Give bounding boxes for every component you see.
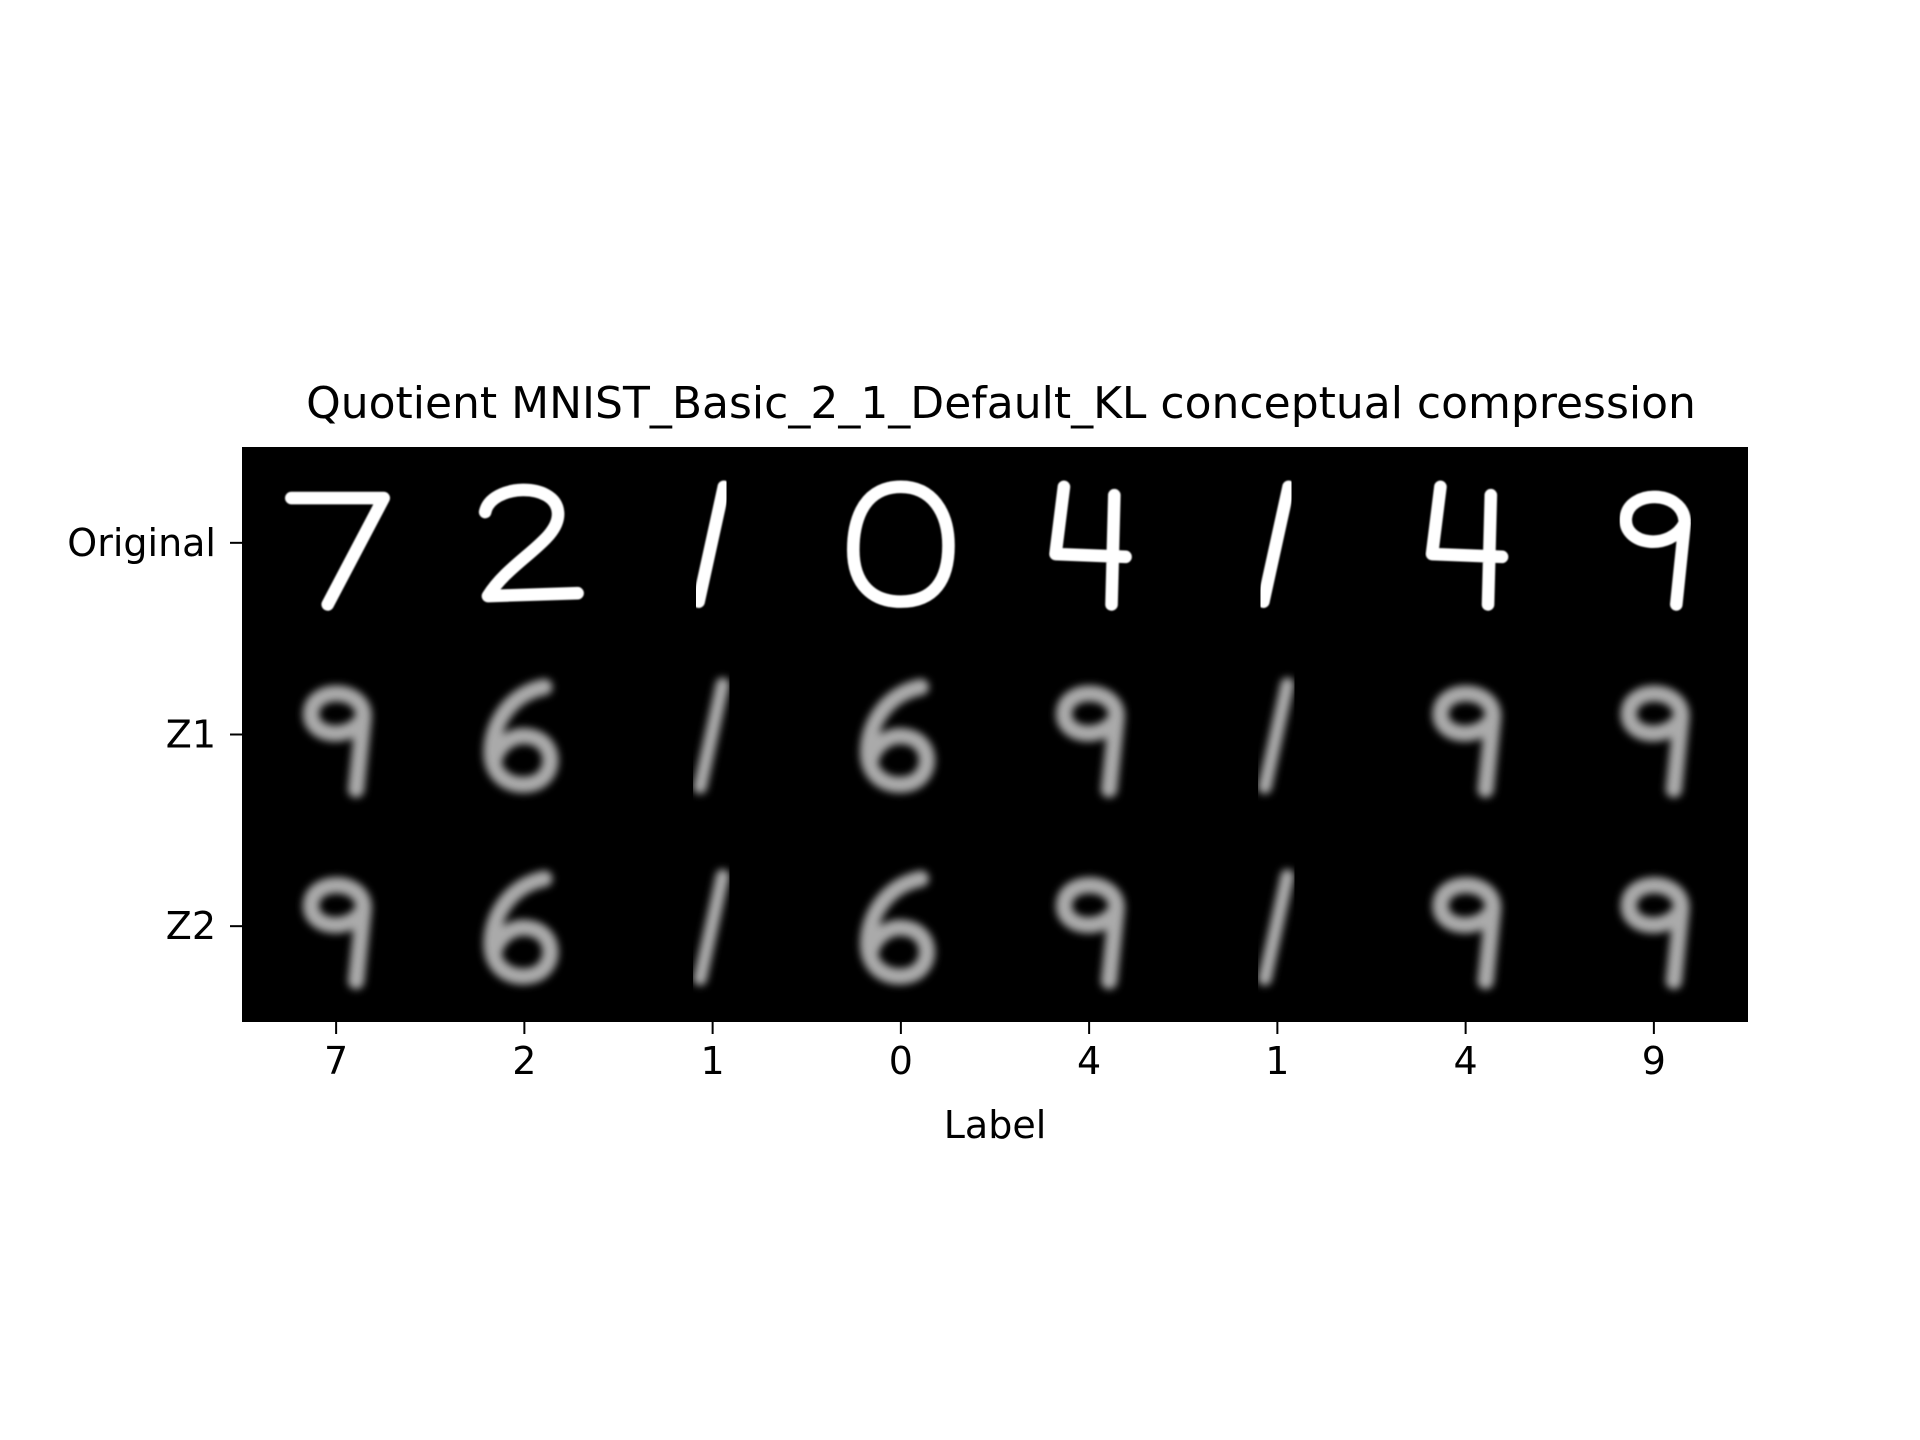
- y-tick-label: Z1: [166, 713, 216, 757]
- digit-stroke: [1619, 490, 1691, 611]
- digit-cell-r0-c7: [1619, 490, 1691, 611]
- digit-stroke: [303, 877, 372, 990]
- x-tick-label: 9: [1642, 1039, 1666, 1083]
- digit-stroke: [1049, 480, 1132, 611]
- x-tick-label: 2: [512, 1039, 536, 1083]
- digit-cell-r0-c0: [285, 491, 391, 611]
- digit-stroke: [483, 870, 559, 985]
- digit-cell-r1-c5: [1258, 677, 1295, 794]
- digit-cell-r2-c1: [483, 870, 559, 985]
- image-panel: [242, 447, 1748, 1022]
- x-tick-label: 1: [701, 1039, 725, 1083]
- digit-stroke: [1620, 877, 1690, 990]
- x-axis-label: Label: [944, 1103, 1047, 1147]
- digit-cell-r2-c4: [1056, 877, 1125, 990]
- digit-stroke: [1432, 877, 1502, 990]
- digit-cell-r2-c6: [1432, 877, 1502, 990]
- digit-stroke: [483, 678, 559, 793]
- digit-cell-r1-c7: [1620, 685, 1690, 798]
- digit-stroke: [1258, 677, 1295, 794]
- digit-cell-r0-c5: [1257, 480, 1295, 608]
- digit-cell-r1-c0: [303, 685, 372, 798]
- digit-cell-r2-c2: [693, 869, 730, 986]
- digit-stroke: [1425, 480, 1509, 611]
- digit-stroke: [846, 480, 955, 608]
- y-tick-label: Original: [67, 521, 216, 565]
- digit-cell-r2-c3: [860, 870, 936, 985]
- digit-stroke: [1432, 685, 1502, 798]
- digit-stroke: [285, 491, 391, 611]
- image-cells: [285, 480, 1691, 990]
- digit-stroke: [693, 869, 730, 986]
- digit-cell-r1-c2: [693, 677, 730, 794]
- digit-cell-r1-c1: [483, 678, 559, 793]
- digit-stroke: [303, 685, 372, 798]
- digit-cell-r2-c0: [303, 877, 372, 990]
- digit-cell-r1-c3: [860, 678, 936, 793]
- x-tick-label: 4: [1454, 1039, 1478, 1083]
- digit-stroke: [478, 483, 584, 603]
- digit-cell-r0-c3: [846, 480, 955, 608]
- digit-stroke: [693, 677, 730, 794]
- x-tick-label: 0: [889, 1039, 913, 1083]
- x-axis: 7 2 1 0 4 1 4 9: [324, 1022, 1666, 1083]
- digit-stroke: [1056, 685, 1125, 798]
- digit-stroke: [1056, 877, 1125, 990]
- digit-cell-r0-c4: [1049, 480, 1132, 611]
- digit-cell-r2-c7: [1620, 877, 1690, 990]
- digit-cell-r0-c6: [1425, 480, 1509, 611]
- digit-stroke: [1258, 869, 1295, 986]
- chart-title: Quotient MNIST_Basic_2_1_Default_KL conc…: [306, 378, 1696, 429]
- digit-cell-r0-c1: [478, 483, 584, 603]
- digit-stroke: [692, 480, 731, 608]
- x-tick-label: 7: [324, 1039, 348, 1083]
- digit-stroke: [860, 870, 936, 985]
- digit-stroke: [1620, 685, 1690, 798]
- digit-cell-r1-c4: [1056, 685, 1125, 798]
- digit-cell-r1-c6: [1432, 685, 1502, 798]
- y-tick-label: Z2: [166, 904, 216, 948]
- x-tick-label: 1: [1265, 1039, 1289, 1083]
- digit-stroke: [1257, 480, 1295, 608]
- x-tick-label: 4: [1077, 1039, 1101, 1083]
- digit-cell-r2-c5: [1258, 869, 1295, 986]
- digit-stroke: [860, 678, 936, 793]
- digit-cell-r0-c2: [692, 480, 731, 608]
